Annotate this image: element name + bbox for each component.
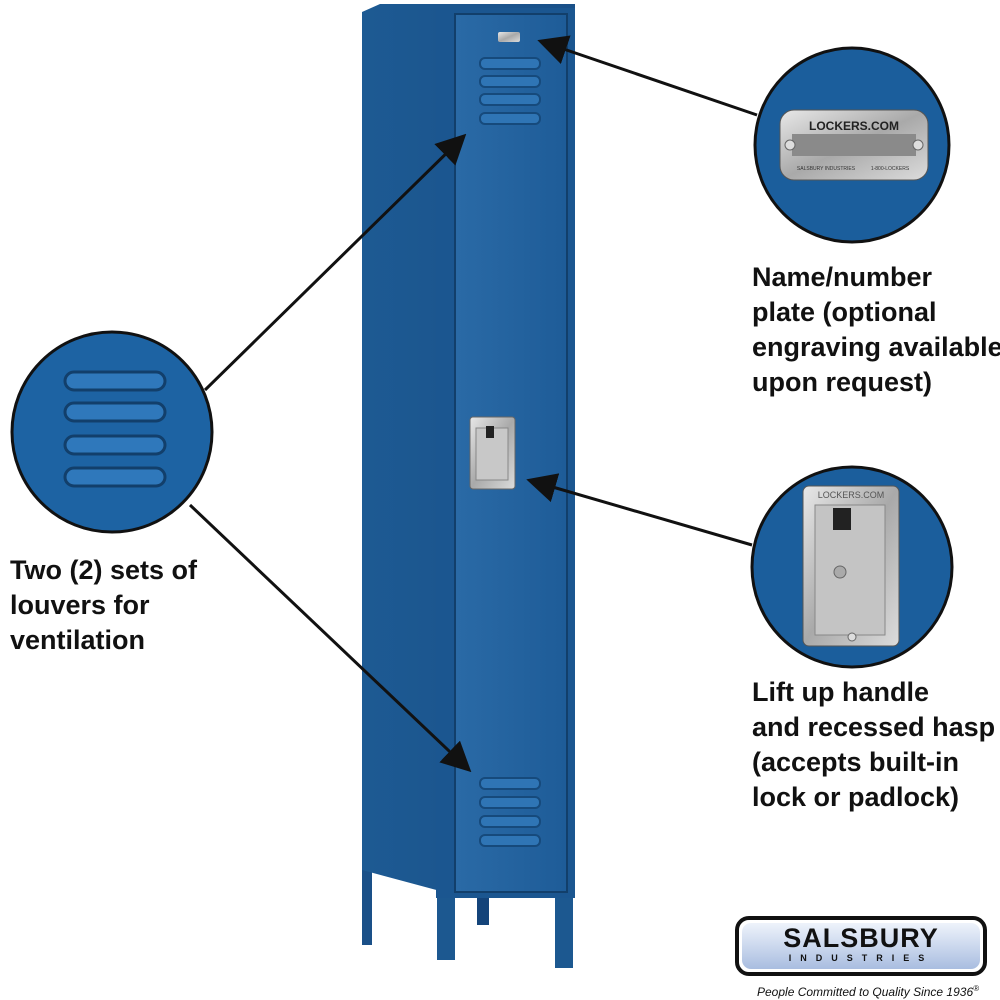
callout-arrows bbox=[188, 35, 758, 773]
plate-title: LOCKERS.COM bbox=[809, 119, 899, 133]
caption-handle: Lift up handle and recessed hasp (accept… bbox=[752, 675, 995, 815]
plate-footer-left: SALSBURY INDUSTRIES bbox=[797, 166, 856, 172]
caption-line: engraving available bbox=[752, 332, 1000, 362]
number-plate bbox=[498, 32, 520, 42]
caption-line: upon request) bbox=[752, 367, 932, 397]
caption-line: Two (2) sets of bbox=[10, 555, 198, 585]
logo-sub: INDUSTRIES bbox=[788, 953, 934, 963]
tagline-text: People Committed to Quality Since 1936 bbox=[757, 985, 974, 999]
logo-name: SALSBURY bbox=[783, 923, 939, 953]
louvers-top bbox=[479, 57, 541, 125]
caption-name-plate: Name/number plate (optional engraving av… bbox=[752, 260, 1000, 400]
plate-detail-circle: LOCKERS.COM SALSBURY INDUSTRIES 1-800-LO… bbox=[753, 46, 951, 244]
door-handle[interactable] bbox=[469, 416, 516, 490]
caption-line: (accepts built-in bbox=[752, 747, 960, 777]
caption-line: louvers for bbox=[10, 590, 150, 620]
handle-detail-circle: LOCKERS.COM bbox=[750, 465, 954, 669]
caption-line: Name/number bbox=[752, 262, 933, 292]
logo-tagline: People Committed to Quality Since 1936® bbox=[757, 984, 979, 999]
caption-louvers: Two (2) sets of louvers for ventilation bbox=[10, 553, 197, 658]
caption-line: plate (optional bbox=[752, 297, 937, 327]
caption-line: and recessed hasp bbox=[752, 712, 996, 742]
louvers-bottom bbox=[479, 777, 541, 847]
louvers-detail-circle bbox=[10, 330, 214, 534]
locker-legs bbox=[362, 870, 573, 968]
caption-line: ventilation bbox=[10, 625, 146, 655]
plate-footer-right: 1-800-LOCKERS bbox=[871, 166, 910, 172]
arrow-louvers-top bbox=[203, 133, 467, 392]
arrow-louvers-bottom bbox=[188, 503, 472, 773]
handle-plate-text: LOCKERS.COM bbox=[818, 490, 885, 500]
salsbury-logo: SALSBURY INDUSTRIES bbox=[735, 916, 987, 976]
caption-line: Lift up handle bbox=[752, 677, 929, 707]
caption-line: lock or padlock) bbox=[752, 782, 960, 812]
arrow-handle bbox=[526, 473, 753, 547]
locker-body bbox=[362, 4, 575, 898]
registered-mark: ® bbox=[973, 984, 980, 993]
arrow-plate bbox=[537, 35, 758, 117]
